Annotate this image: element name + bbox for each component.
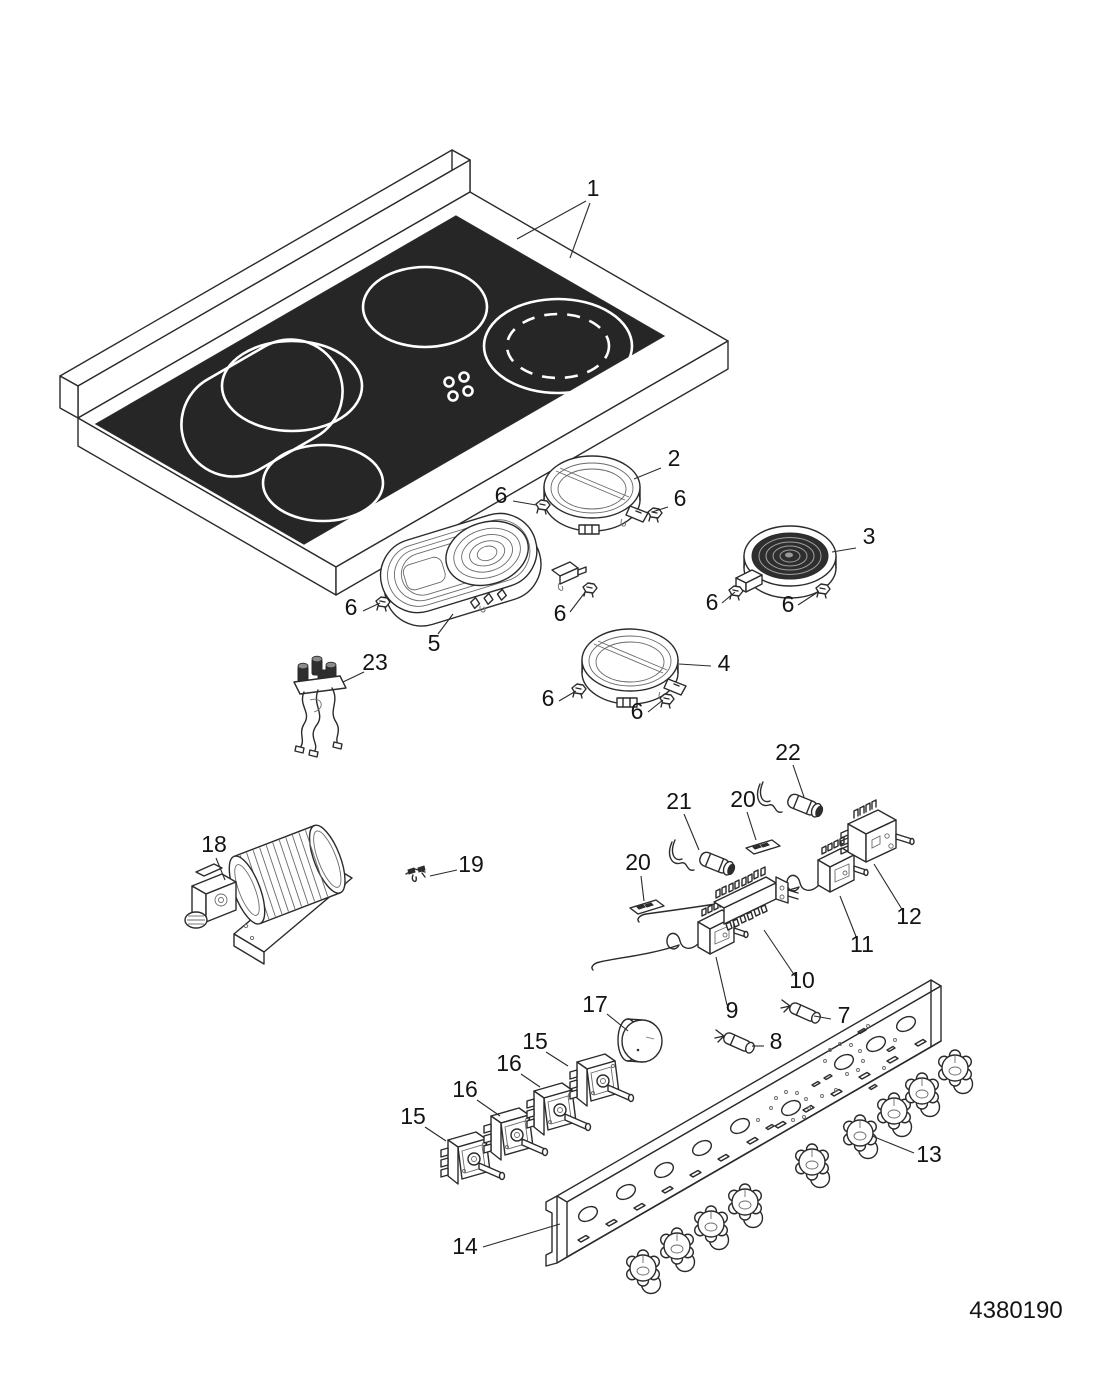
- callout-6: 6: [554, 600, 567, 626]
- document-part-number: 4380190: [969, 1297, 1062, 1324]
- wiring-harness-23: [293, 655, 347, 758]
- mounting-clip: [815, 583, 831, 599]
- burner-zone-ring: [220, 339, 364, 433]
- control-knob: [795, 1143, 831, 1189]
- callout-1: 1: [587, 175, 600, 201]
- mounting-clip: [571, 683, 587, 699]
- capillary-tube: [591, 932, 699, 971]
- control-knob: [660, 1227, 696, 1273]
- callout-10: 10: [789, 967, 815, 993]
- sensor-probe-22: [756, 781, 826, 820]
- callout-21: 21: [666, 788, 692, 814]
- callout-6: 6: [542, 685, 555, 711]
- oval-burner-terminal: [551, 561, 587, 591]
- mounting-clip: [728, 585, 744, 601]
- callout-14: 14: [452, 1233, 478, 1259]
- indicator-lamp-7: [780, 999, 823, 1026]
- callout-6: 6: [706, 589, 719, 615]
- capillary-clamp-plate: [745, 839, 781, 855]
- burner-element-2: [543, 455, 649, 535]
- panel-perforations: [756, 1024, 897, 1131]
- capillary-tube: [637, 874, 819, 923]
- callout-6: 6: [782, 591, 795, 617]
- callout-labels: 1 2 3 4 5 6 6 6 6 6 6 6 6 7 8 9 10 11 12…: [201, 175, 942, 1259]
- callout-6: 6: [674, 485, 687, 511]
- dual-oval-burner-element-5: [379, 512, 542, 627]
- knob-disc-17: [617, 1018, 663, 1063]
- callout-6: 6: [495, 482, 508, 508]
- callout-6: 6: [631, 698, 644, 724]
- callout-4: 4: [718, 650, 731, 676]
- indicator-dots: [443, 371, 474, 402]
- fixing-clip-19: [405, 865, 426, 882]
- callout-18: 18: [201, 831, 227, 857]
- callout-23: 23: [362, 649, 388, 675]
- callout-20: 20: [625, 849, 651, 875]
- callout-2: 2: [668, 445, 681, 471]
- control-panel-14: [545, 979, 942, 1267]
- sensor-probe-21: [668, 839, 738, 878]
- burner-zone-ring: [361, 265, 489, 349]
- callout-16: 16: [452, 1076, 478, 1102]
- callout-3: 3: [863, 523, 876, 549]
- callout-13: 13: [916, 1141, 942, 1167]
- terminal-block-10: [713, 866, 799, 931]
- control-knob: [905, 1072, 941, 1118]
- control-knob: [626, 1249, 662, 1295]
- burner-zone-ring: [482, 297, 634, 395]
- energy-limiter-12: [840, 799, 915, 863]
- ceramic-glass-surface: [94, 215, 666, 545]
- callout-7: 7: [838, 1002, 851, 1028]
- control-knob: [728, 1183, 764, 1229]
- callout-20: 20: [730, 786, 756, 812]
- cooktop-assembly: [59, 149, 729, 596]
- cooling-fan-18: [184, 824, 353, 965]
- callout-15: 15: [400, 1103, 426, 1129]
- callout-19: 19: [458, 851, 484, 877]
- callout-11: 11: [850, 931, 874, 957]
- callout-16: 16: [496, 1050, 522, 1076]
- energy-regulator-switch: [569, 1053, 635, 1107]
- callout-9: 9: [726, 997, 739, 1023]
- callout-8: 8: [770, 1028, 783, 1054]
- fan-motor: [184, 863, 237, 929]
- control-knob: [694, 1205, 730, 1251]
- burner-zone-ring: [261, 443, 385, 523]
- control-knob: [938, 1049, 974, 1095]
- callout-22: 22: [775, 739, 801, 765]
- mounting-clip: [582, 582, 598, 598]
- callout-6: 6: [345, 594, 358, 620]
- callout-12: 12: [896, 903, 922, 929]
- callout-17: 17: [582, 991, 608, 1017]
- burner-zone-dashed-ring: [505, 312, 611, 380]
- callout-15: 15: [522, 1028, 548, 1054]
- callout-5: 5: [428, 630, 441, 656]
- leader-lines: [215, 200, 915, 1248]
- indicator-lamp-8: [714, 1029, 757, 1056]
